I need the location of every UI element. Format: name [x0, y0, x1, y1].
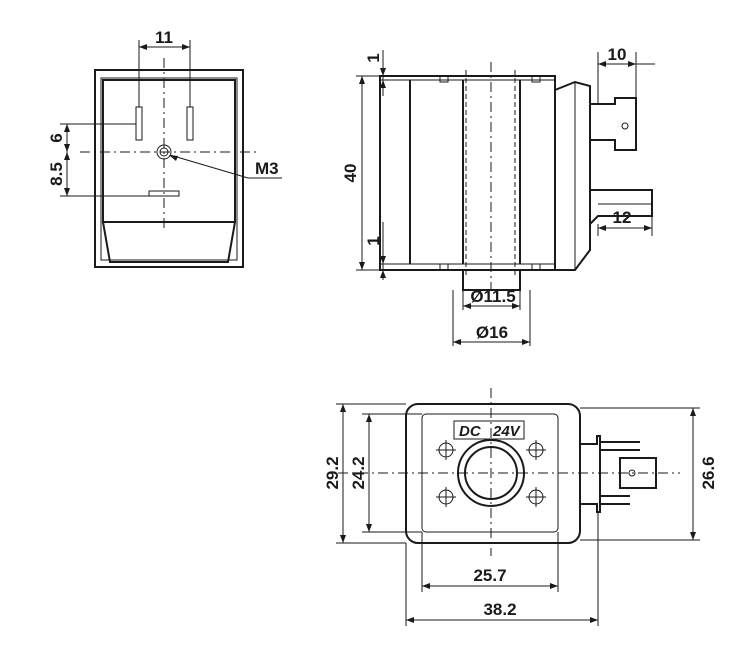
- front-view-base: [101, 221, 237, 263]
- front-view-outer-body: [94, 69, 244, 268]
- front-view-inner-outline: [100, 77, 238, 261]
- dim-10-arrow-left: [598, 61, 606, 67]
- m3-leader-arrow: [169, 155, 178, 161]
- dim-1-bottom-arrow-b: [380, 270, 386, 278]
- dim-10-arrow-right: [628, 61, 636, 67]
- dim-11-arrow-left: [139, 44, 147, 50]
- top-pin-flat-hole: [628, 469, 636, 477]
- top-view: DC 24V 29.2: [323, 388, 718, 626]
- dim-6-arrow-top: [64, 124, 70, 132]
- dim-38-2-arrow-left: [406, 617, 414, 623]
- dim-1-bottom-arrow-a: [380, 256, 386, 264]
- dim-8-5-arrow-bottom: [64, 188, 70, 196]
- dim-38-2-label: 38.2: [483, 600, 516, 619]
- side-pin-top: [590, 97, 637, 151]
- dim-24-2-label: 24.2: [349, 456, 368, 489]
- dim-d11-5-arrow-right: [512, 303, 520, 309]
- dim-25-7-arrow-left: [422, 583, 430, 589]
- front-pin-ground: [148, 190, 180, 197]
- dim-d16-arrow-right: [522, 339, 530, 345]
- dim-25-7-label: 25.7: [473, 566, 506, 585]
- dim-24-2-arrow-top: [366, 414, 372, 422]
- dim-24-2-arrow-bottom: [366, 524, 372, 532]
- front-view-face: [102, 79, 236, 223]
- side-connector-housing: [554, 80, 591, 271]
- front-screw-inner: [159, 147, 169, 157]
- m3-leader-line: [169, 154, 249, 179]
- side-notch-top-2: [531, 75, 541, 83]
- dim-29-2-label: 29.2: [323, 456, 342, 489]
- dim-d11-5-arrow-left: [463, 303, 471, 309]
- dim-1-bottom-label: 1: [364, 236, 383, 245]
- voltage-type-label: DC: [459, 423, 482, 440]
- m3-label: M3: [255, 159, 279, 178]
- voltage-label-box: [453, 420, 525, 440]
- dim-40-arrow-top: [359, 76, 365, 84]
- side-pin-top-hole: [621, 122, 629, 130]
- dim-40-label: 40: [341, 164, 360, 183]
- dim-25-7-arrow-right: [550, 583, 558, 589]
- dim-1-top-arrow-b: [380, 80, 386, 88]
- dim-6-label: 6: [47, 133, 66, 142]
- dim-11-label: 11: [155, 28, 173, 47]
- dim-26-6-label: 26.6: [699, 456, 718, 489]
- dim-6-arrow-bottom: [64, 144, 70, 152]
- dim-8-5-label: 8.5: [47, 162, 66, 186]
- side-body-outline: [379, 75, 556, 271]
- dim-8-5-arrow-top: [64, 152, 70, 160]
- front-screw-outer: [156, 144, 172, 160]
- front-pin-left: [135, 106, 143, 141]
- voltage-value-label: 24V: [492, 423, 522, 440]
- dim-29-2-arrow-top: [340, 404, 346, 412]
- dim-d16-arrow-left: [453, 339, 461, 345]
- dim-12-arrow-right: [644, 225, 652, 231]
- top-pin-flat: [619, 457, 657, 489]
- dim-1-top-label: 1: [364, 53, 383, 62]
- dim-10-label: 10: [608, 45, 627, 64]
- dim-11-arrow-right: [182, 44, 190, 50]
- dim-38-2-arrow-right: [590, 617, 598, 623]
- top-pin-block: [580, 435, 601, 513]
- side-notch-bottom-2: [531, 263, 541, 271]
- side-tube-stub: [462, 270, 521, 291]
- side-notch-bottom-1: [439, 263, 449, 271]
- dim-d11-5-label: Ø11.5: [470, 287, 515, 306]
- front-pin-right: [186, 106, 194, 141]
- dim-d16-label: Ø16: [476, 323, 508, 342]
- side-notch-top-1: [439, 75, 449, 83]
- dim-12-arrow-left: [598, 225, 606, 231]
- side-view: 40 1 1 10 12 Ø11.5: [341, 45, 655, 346]
- dim-12-label: 12: [613, 208, 632, 227]
- front-view: 11 6 8.5 M3: [47, 28, 282, 268]
- dim-1-top-arrow-a: [380, 68, 386, 76]
- dim-26-6-arrow-top: [690, 408, 696, 416]
- dim-26-6-arrow-bottom: [690, 532, 696, 540]
- dim-29-2-arrow-bottom: [340, 535, 346, 543]
- dim-40-arrow-bottom: [359, 262, 365, 270]
